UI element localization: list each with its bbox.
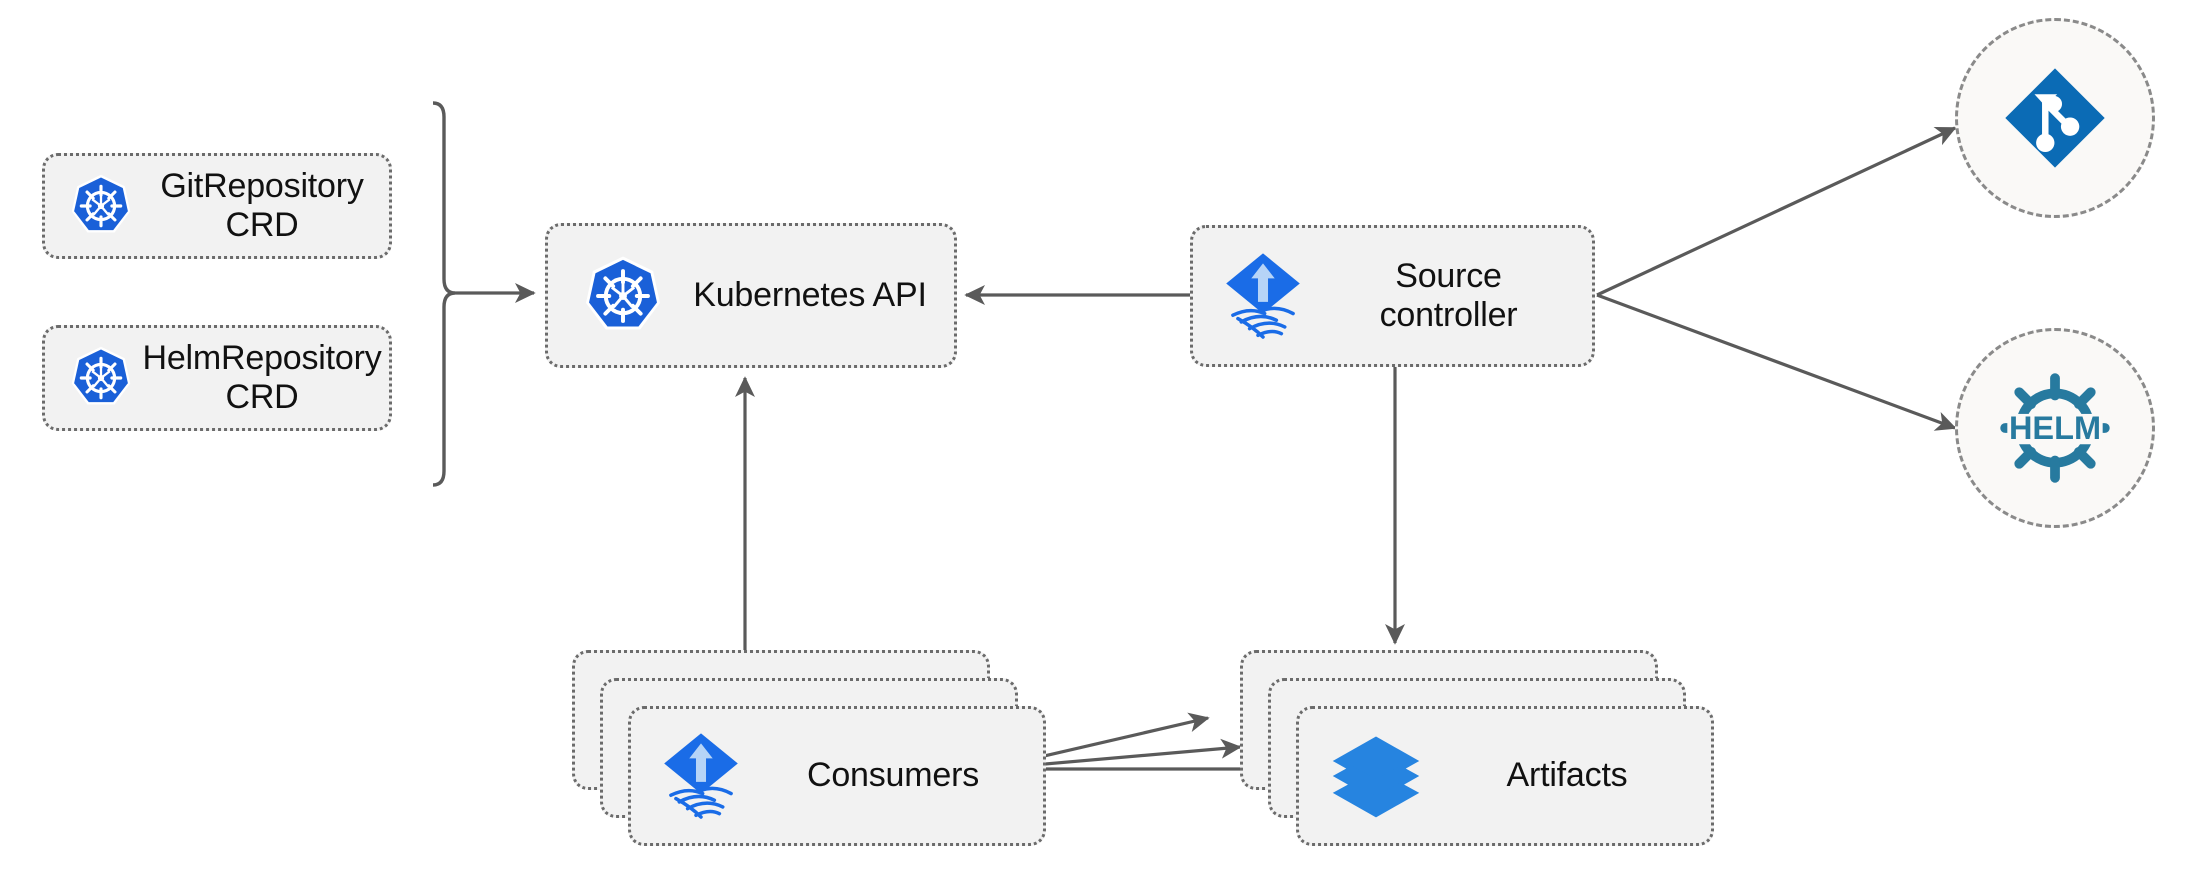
node-helm-repository-crd[interactable]: HelmRepository CRD bbox=[42, 325, 392, 431]
node-artifacts[interactable]: Artifacts bbox=[1296, 706, 1714, 846]
node-consumers[interactable]: Consumers bbox=[628, 706, 1046, 846]
node-label: GitRepository CRD bbox=[160, 166, 364, 244]
node-label: Artifacts bbox=[1506, 756, 1628, 795]
node-label: HelmRepository CRD bbox=[142, 338, 382, 416]
helm-wordmark: HELM bbox=[2009, 410, 2101, 446]
node-kubernetes-api[interactable]: Kubernetes API bbox=[545, 223, 957, 368]
layers-icon bbox=[1329, 729, 1423, 823]
node-git-provider[interactable] bbox=[1955, 18, 2155, 218]
edge-source-controller-to-helm bbox=[1596, 293, 1957, 431]
crd-group-bracket bbox=[432, 101, 456, 487]
git-icon bbox=[2001, 64, 2109, 172]
helm-icon: HELM bbox=[1990, 363, 2120, 493]
node-source-controller[interactable]: Source controller bbox=[1190, 225, 1595, 367]
kubernetes-icon bbox=[580, 253, 666, 339]
flux-icon bbox=[659, 730, 743, 822]
node-label: Kubernetes API bbox=[693, 275, 927, 314]
node-helm-provider[interactable]: HELM bbox=[1955, 328, 2155, 528]
edge-source-controller-to-git bbox=[1596, 126, 1957, 297]
kubernetes-icon bbox=[67, 344, 135, 412]
node-label: Source controller bbox=[1379, 256, 1518, 334]
flux-icon bbox=[1221, 250, 1305, 342]
kubernetes-icon bbox=[67, 172, 135, 240]
node-label: Consumers bbox=[806, 756, 980, 795]
node-git-repository-crd[interactable]: GitRepository CRD bbox=[42, 153, 392, 259]
